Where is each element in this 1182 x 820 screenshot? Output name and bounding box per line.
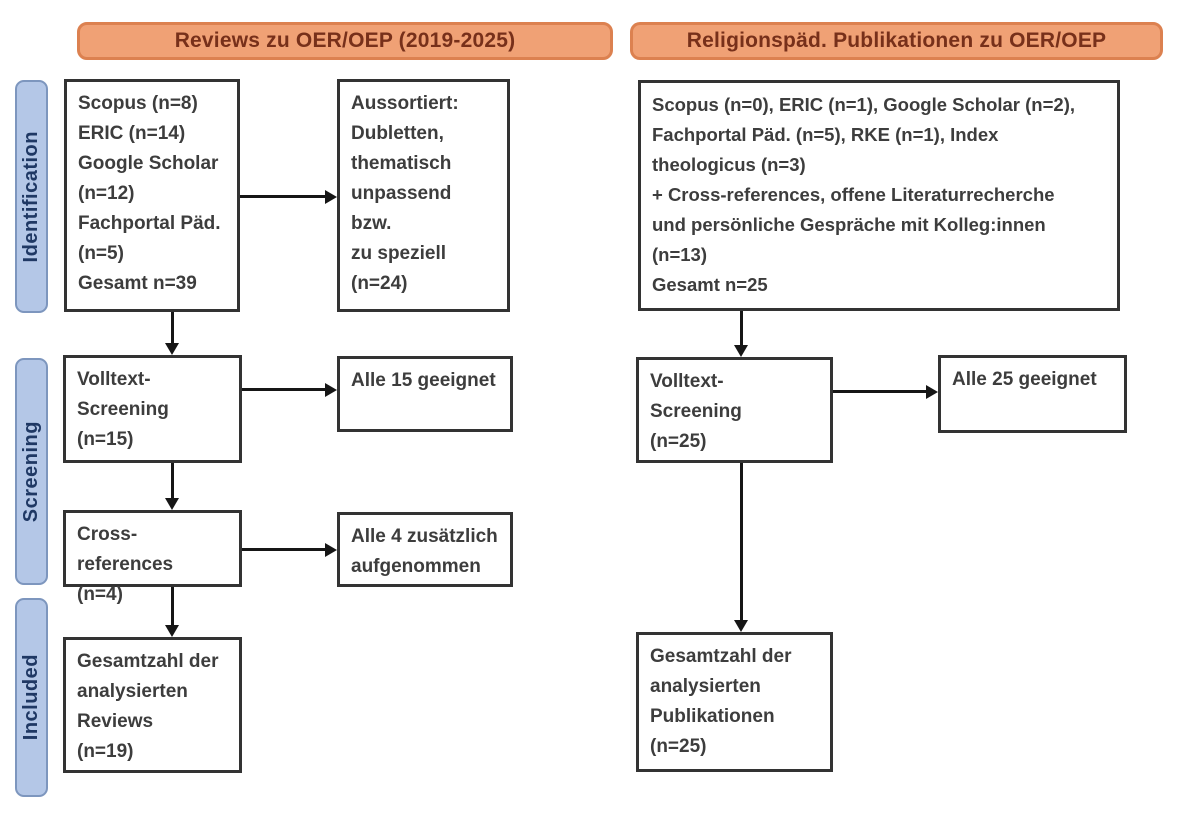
arrow-right-icon xyxy=(325,190,337,204)
phase-tab-included: Included xyxy=(15,598,48,797)
arrow-line xyxy=(833,390,926,393)
arrow-right-icon xyxy=(325,383,337,397)
arrow-line xyxy=(242,388,325,391)
box-reviews-included-total: Gesamtzahl der analysierten Reviews (n=1… xyxy=(63,637,242,773)
arrow-line xyxy=(740,311,743,345)
box-publications-fulltext-result: Alle 25 geeignet xyxy=(938,355,1127,433)
phase-tab-identification-label: Identification xyxy=(20,130,42,263)
phase-tab-identification: Identification xyxy=(15,80,48,313)
arrow-down-icon xyxy=(734,345,748,357)
box-reviews-fulltext-screening: Volltext- Screening (n=15) xyxy=(63,355,242,463)
arrow-right-icon xyxy=(325,543,337,557)
box-publications-included-total: Gesamtzahl der analysierten Publikatione… xyxy=(636,632,833,772)
box-reviews-crossreferences-result: Alle 4 zusätzlich aufgenommen xyxy=(337,512,513,587)
arrow-line xyxy=(242,548,325,551)
phase-tab-included-label: Included xyxy=(20,654,42,741)
arrow-line xyxy=(740,463,743,620)
arrow-line xyxy=(171,587,174,625)
phase-tab-screening: Screening xyxy=(15,358,48,585)
arrow-down-icon xyxy=(734,620,748,632)
box-publications-fulltext-screening: Volltext- Screening (n=25) xyxy=(636,357,833,463)
header-reviews-column: Reviews zu OER/OEP (2019-2025) xyxy=(77,22,613,60)
arrow-line xyxy=(240,195,325,198)
box-reviews-crossreferences: Cross-references (n=4) xyxy=(63,510,242,605)
box-publications-sources: Scopus (n=0), ERIC (n=1), Google Scholar… xyxy=(638,80,1120,311)
box-reviews-fulltext-result: Alle 15 geeignet xyxy=(337,356,513,432)
box-reviews-sources: Scopus (n=8) ERIC (n=14) Google Scholar … xyxy=(64,79,240,312)
arrow-down-icon xyxy=(165,498,179,510)
arrow-line xyxy=(171,463,174,498)
box-reviews-excluded: Aussortiert: Dubletten, thematisch unpas… xyxy=(337,79,510,312)
phase-tab-screening-label: Screening xyxy=(20,420,42,523)
arrow-right-icon xyxy=(926,385,938,399)
arrow-down-icon xyxy=(165,625,179,637)
header-religionspaed-column: Religionspäd. Publikationen zu OER/OEP xyxy=(630,22,1163,60)
arrow-line xyxy=(171,312,174,343)
arrow-down-icon xyxy=(165,343,179,355)
